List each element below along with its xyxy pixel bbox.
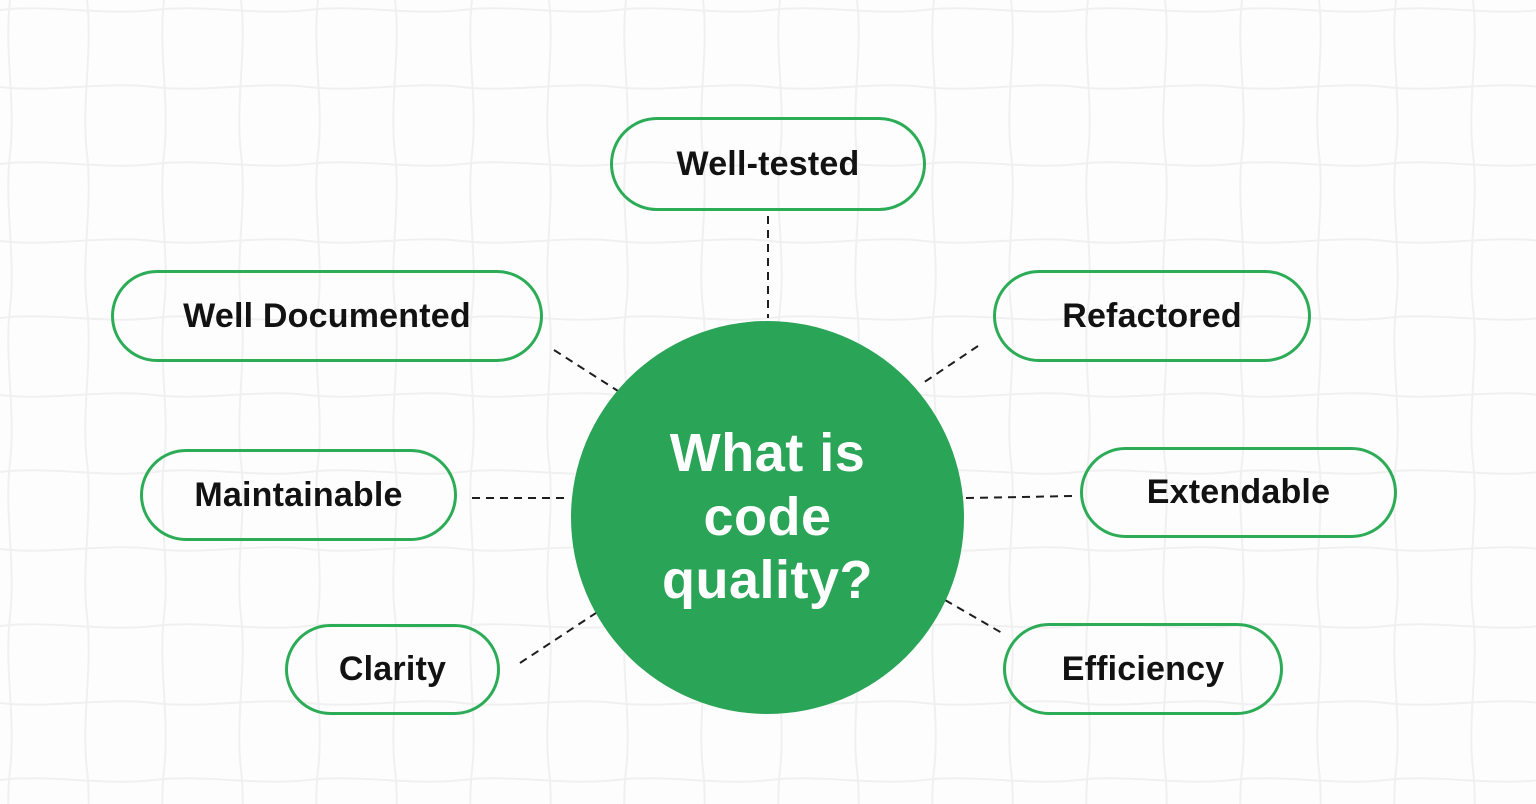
node-extendable: Extendable <box>1080 447 1397 538</box>
node-maintainable: Maintainable <box>140 449 457 541</box>
connector-refactored <box>919 345 979 386</box>
center-question-label: What is code quality? <box>661 422 873 611</box>
node-well-documented-label: Well Documented <box>183 296 471 335</box>
node-well-tested-label: Well-tested <box>676 144 860 183</box>
node-refactored: Refactored <box>993 270 1311 362</box>
center-circle: What is code quality? <box>571 321 964 714</box>
node-well-documented: Well Documented <box>111 270 543 362</box>
node-refactored-label: Refactored <box>1062 296 1242 335</box>
node-clarity-label: Clarity <box>338 650 447 688</box>
connector-clarity <box>519 610 600 664</box>
node-efficiency: Efficiency <box>1003 623 1283 715</box>
node-maintainable-label: Maintainable <box>194 475 403 514</box>
connector-efficiency <box>944 599 1003 634</box>
node-clarity: Clarity <box>285 624 500 715</box>
node-well-tested: Well-tested <box>610 117 926 211</box>
node-efficiency-label: Efficiency <box>1061 649 1225 688</box>
connector-extendable <box>965 495 1075 499</box>
connector-well-documented <box>553 349 619 392</box>
node-extendable-label: Extendable <box>1146 473 1331 511</box>
